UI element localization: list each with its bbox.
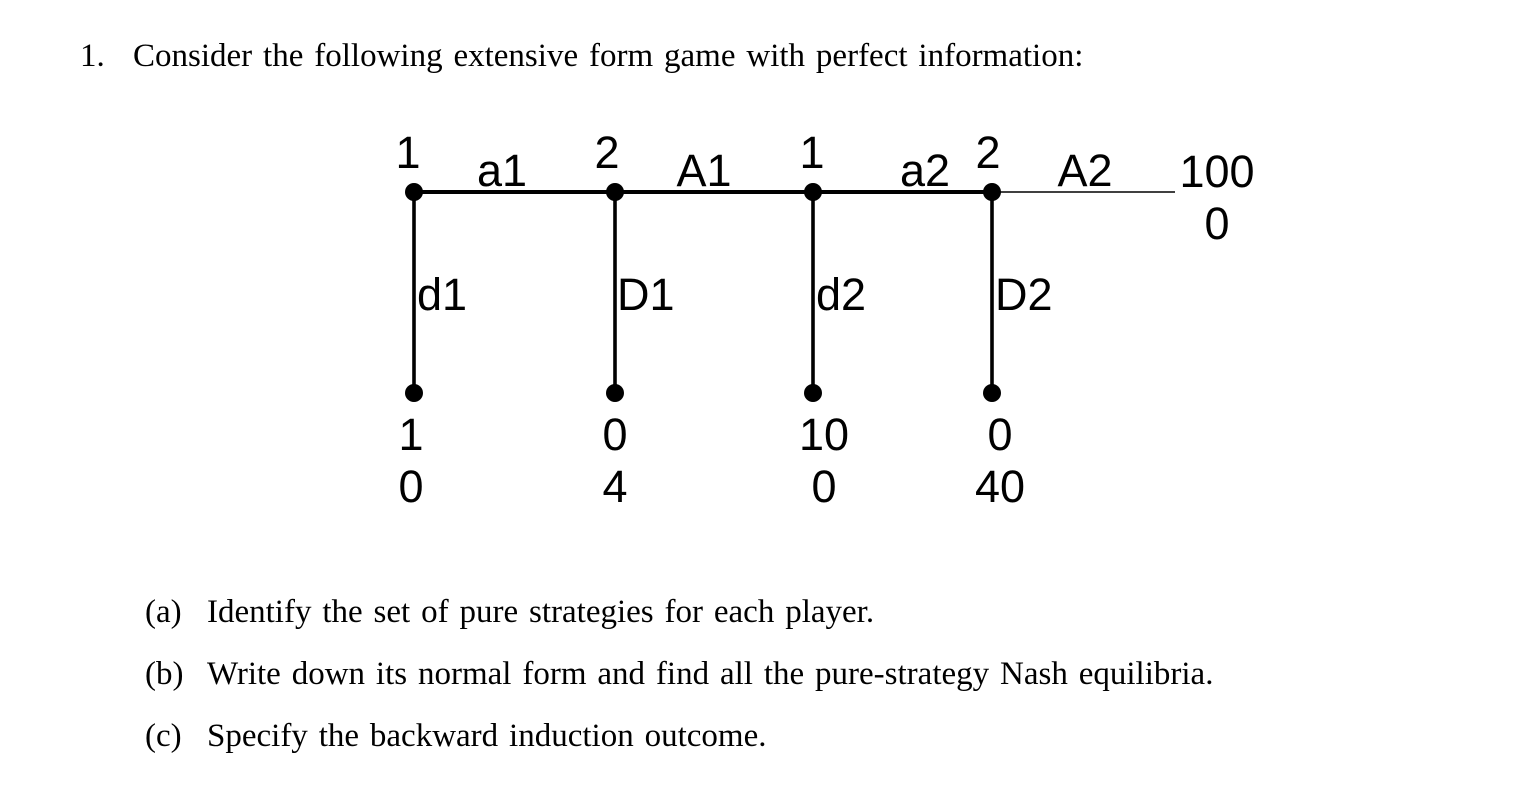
decision-node-4 — [983, 183, 1001, 201]
decision-node-3 — [804, 183, 822, 201]
decision-node-1 — [405, 183, 423, 201]
edge-label-a1: a1 — [476, 145, 528, 196]
payoff-terminal-4-p1: 0 — [987, 409, 1013, 460]
question-c-text: Specify the backward induction outcome. — [207, 718, 767, 754]
player-label-node-2: 2 — [594, 127, 620, 178]
payoff-terminal-3-p1: 10 — [798, 409, 850, 460]
question-a: (a) Identify the set of pure strategies f… — [145, 594, 874, 632]
question-b: (b) Write down its normal form and find a… — [145, 656, 1213, 694]
payoff-final-p1: 100 — [1179, 146, 1255, 197]
payoff-final-p2: 0 — [1204, 198, 1230, 249]
payoff-terminal-3: 10 0 — [764, 409, 884, 513]
problem-number: 1. — [80, 38, 105, 74]
edge-label-a2: a2 — [899, 145, 951, 196]
player-label-node-4: 2 — [975, 127, 1001, 178]
edge-label-A2: A2 — [1057, 145, 1113, 196]
terminal-node-3 — [804, 384, 822, 402]
terminal-node-2 — [606, 384, 624, 402]
payoff-terminal-1-p2: 0 — [398, 461, 424, 512]
payoff-terminal-1-p1: 1 — [398, 409, 424, 460]
edge-label-D1: D1 — [617, 269, 675, 320]
problem-statement: Consider the following extensive form ga… — [133, 38, 1084, 74]
payoff-terminal-4-p2: 40 — [974, 461, 1026, 512]
player-label-node-3: 1 — [799, 127, 825, 178]
payoff-terminal-2: 0 4 — [555, 409, 675, 513]
edge-label-D2: D2 — [995, 269, 1053, 320]
question-a-label: (a) — [145, 594, 182, 630]
question-c: (c) Specify the backward induction outcom… — [145, 718, 766, 756]
payoff-terminal-4: 0 40 — [940, 409, 1060, 513]
problem-title-line: 1. Consider the following extensive form … — [80, 38, 1083, 76]
payoff-terminal-2-p1: 0 — [602, 409, 628, 460]
question-b-text: Write down its normal form and find all … — [207, 656, 1214, 692]
edge-label-d1: d1 — [417, 269, 468, 320]
decision-node-2 — [606, 183, 624, 201]
payoff-terminal-2-p2: 4 — [602, 461, 628, 512]
edge-label-d2: d2 — [816, 269, 867, 320]
question-c-label: (c) — [145, 718, 182, 754]
player-label-node-1: 1 — [395, 127, 421, 178]
payoff-final: 100 0 — [1157, 146, 1277, 250]
question-b-label: (b) — [145, 656, 184, 692]
terminal-node-4 — [983, 384, 1001, 402]
terminal-node-1 — [405, 384, 423, 402]
edge-label-A1: A1 — [676, 145, 732, 196]
question-a-text: Identify the set of pure strategies for … — [207, 594, 875, 630]
payoff-terminal-3-p2: 0 — [811, 461, 837, 512]
payoff-terminal-1: 1 0 — [351, 409, 471, 513]
